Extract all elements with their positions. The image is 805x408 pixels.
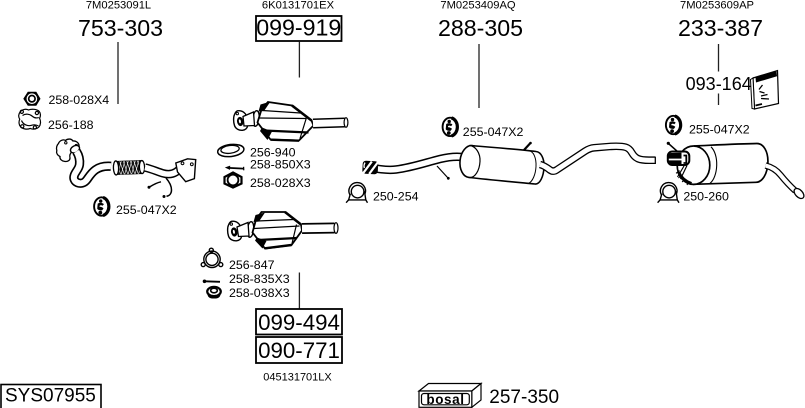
svg-text:233-387: 233-387 <box>678 15 763 41</box>
svg-text:258-028X4: 258-028X4 <box>49 93 110 107</box>
svg-text:258-038X3: 258-038X3 <box>229 286 290 300</box>
svg-text:256-940: 256-940 <box>250 146 296 160</box>
svg-text:288-305: 288-305 <box>438 15 523 41</box>
svg-text:045131701LX: 045131701LX <box>263 372 332 384</box>
svg-text:SYS07955: SYS07955 <box>5 386 96 407</box>
svg-text:255-047X2: 255-047X2 <box>116 203 177 217</box>
svg-text:258-835X3: 258-835X3 <box>229 272 290 286</box>
svg-text:256-188: 256-188 <box>48 118 94 132</box>
svg-text:090-771: 090-771 <box>258 338 340 363</box>
svg-text:099-494: 099-494 <box>258 310 340 335</box>
svg-text:7M0253091L: 7M0253091L <box>86 0 151 12</box>
svg-text:099-919: 099-919 <box>256 15 341 41</box>
svg-text:258-850X3: 258-850X3 <box>250 158 311 172</box>
svg-text:6K0131701EX: 6K0131701EX <box>262 0 335 12</box>
svg-text:250-254: 250-254 <box>373 190 419 204</box>
svg-text:255-047X2: 255-047X2 <box>689 123 750 137</box>
svg-text:256-847: 256-847 <box>229 258 275 272</box>
svg-text:250-260: 250-260 <box>683 190 729 204</box>
svg-text:255-047X2: 255-047X2 <box>463 125 524 139</box>
svg-text:093-164: 093-164 <box>686 74 752 94</box>
svg-text:bosal: bosal <box>426 392 464 407</box>
svg-text:753-303: 753-303 <box>78 15 163 41</box>
svg-text:7M0253409AQ: 7M0253409AQ <box>440 0 516 12</box>
svg-text:258-028X3: 258-028X3 <box>250 176 311 190</box>
svg-text:257-350: 257-350 <box>489 387 559 408</box>
svg-text:7M0253609AP: 7M0253609AP <box>680 0 754 12</box>
